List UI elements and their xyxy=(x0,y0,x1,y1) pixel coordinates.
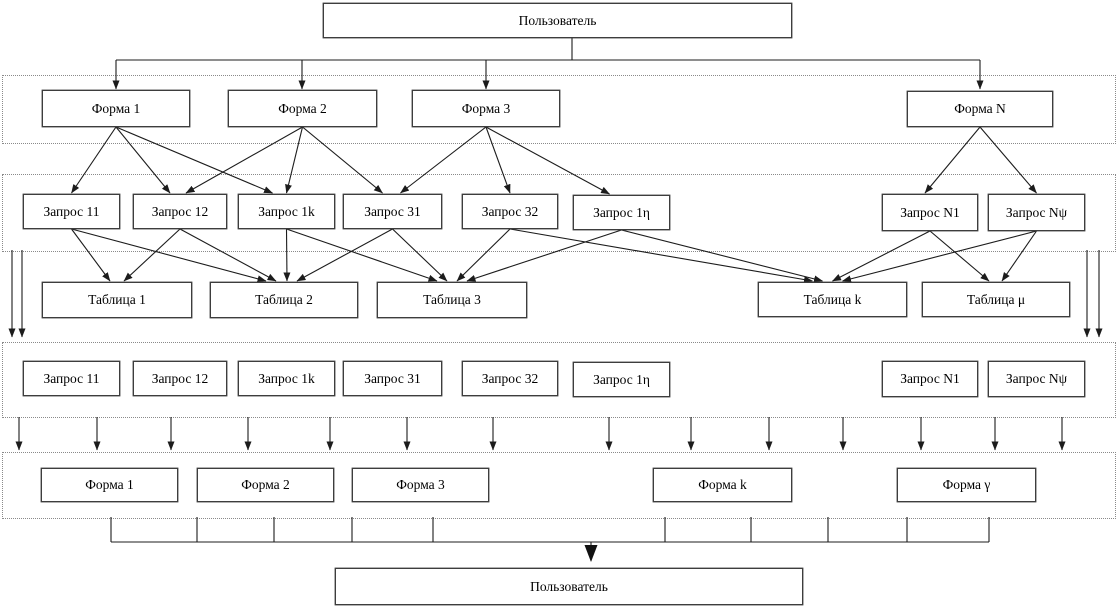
node-qN1-in: Запрос N1 xyxy=(882,194,978,231)
node-form3-bot: Форма 3 xyxy=(352,468,489,502)
node-table1: Таблица 1 xyxy=(42,282,192,318)
node-form3-top: Форма 3 xyxy=(412,90,560,127)
node-form1-bot: Форма 1 xyxy=(41,468,178,502)
node-q1k-out: Запрос 1k xyxy=(238,361,335,396)
node-q31-in: Запрос 31 xyxy=(343,194,442,229)
node-q11-out: Запрос 11 xyxy=(23,361,120,396)
node-tablek: Таблица k xyxy=(758,282,907,317)
node-tablem: Таблица μ xyxy=(922,282,1070,317)
node-q1k-in: Запрос 1k xyxy=(238,194,335,229)
node-table2: Таблица 2 xyxy=(210,282,358,318)
node-form2-top: Форма 2 xyxy=(228,90,377,127)
node-user-top: Пользователь xyxy=(323,3,792,38)
node-q32-in: Запрос 32 xyxy=(462,194,558,229)
node-formk-bot: Форма k xyxy=(653,468,792,502)
band-queries-out xyxy=(2,342,1116,418)
node-formN-top: Форма N xyxy=(907,91,1053,127)
node-q11-in: Запрос 11 xyxy=(23,194,120,229)
node-q31-out: Запрос 31 xyxy=(343,361,442,396)
node-q1e-in: Запрос 1η xyxy=(573,195,670,230)
node-q12-out: Запрос 12 xyxy=(133,361,227,396)
node-qNp-out: Запрос Nψ xyxy=(988,361,1085,397)
node-qNp-in: Запрос Nψ xyxy=(988,194,1085,231)
node-table3: Таблица 3 xyxy=(377,282,527,318)
node-q1e-out: Запрос 1η xyxy=(573,362,670,397)
node-form1-top: Форма 1 xyxy=(42,90,190,127)
node-formg-bot: Форма γ xyxy=(897,468,1036,502)
node-q32-out: Запрос 32 xyxy=(462,361,558,396)
node-form2-bot: Форма 2 xyxy=(197,468,334,502)
node-q12-in: Запрос 12 xyxy=(133,194,227,229)
band-forms-out xyxy=(2,452,1116,519)
node-user-bottom: Пользователь xyxy=(335,568,803,605)
node-qN1-out: Запрос N1 xyxy=(882,361,978,397)
